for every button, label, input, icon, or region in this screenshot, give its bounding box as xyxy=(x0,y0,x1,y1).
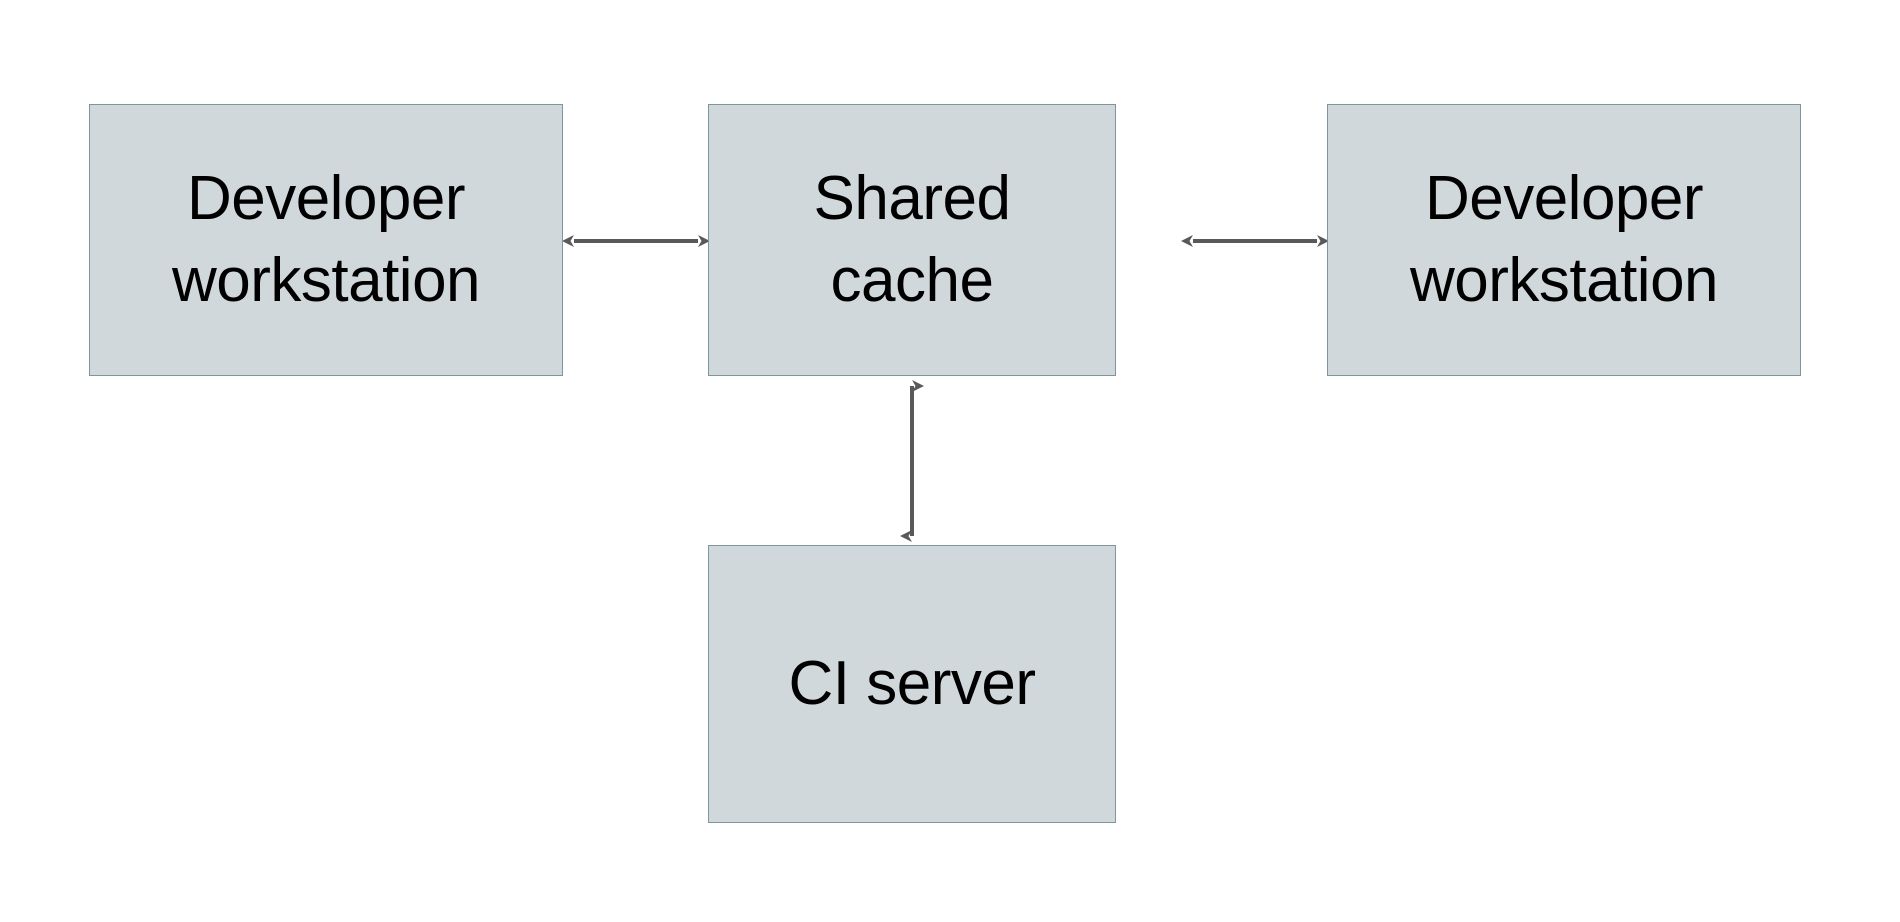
edge-shared-cache-to-dev-right xyxy=(1181,235,1329,247)
edge-dev-left-to-shared-cache xyxy=(562,235,710,247)
node-ci-server[interactable]: CI server xyxy=(708,545,1116,823)
node-developer-workstation-left[interactable]: Developer workstation xyxy=(89,104,563,376)
node-label: Developer workstation xyxy=(1409,164,1719,315)
node-label: CI server xyxy=(788,649,1036,719)
node-shared-cache[interactable]: Shared cache xyxy=(708,104,1116,376)
node-label: Shared cache xyxy=(813,164,1011,315)
node-developer-workstation-right[interactable]: Developer workstation xyxy=(1327,104,1801,376)
edge-shared-cache-to-ci-server xyxy=(900,380,924,542)
node-label: Developer workstation xyxy=(171,164,481,315)
